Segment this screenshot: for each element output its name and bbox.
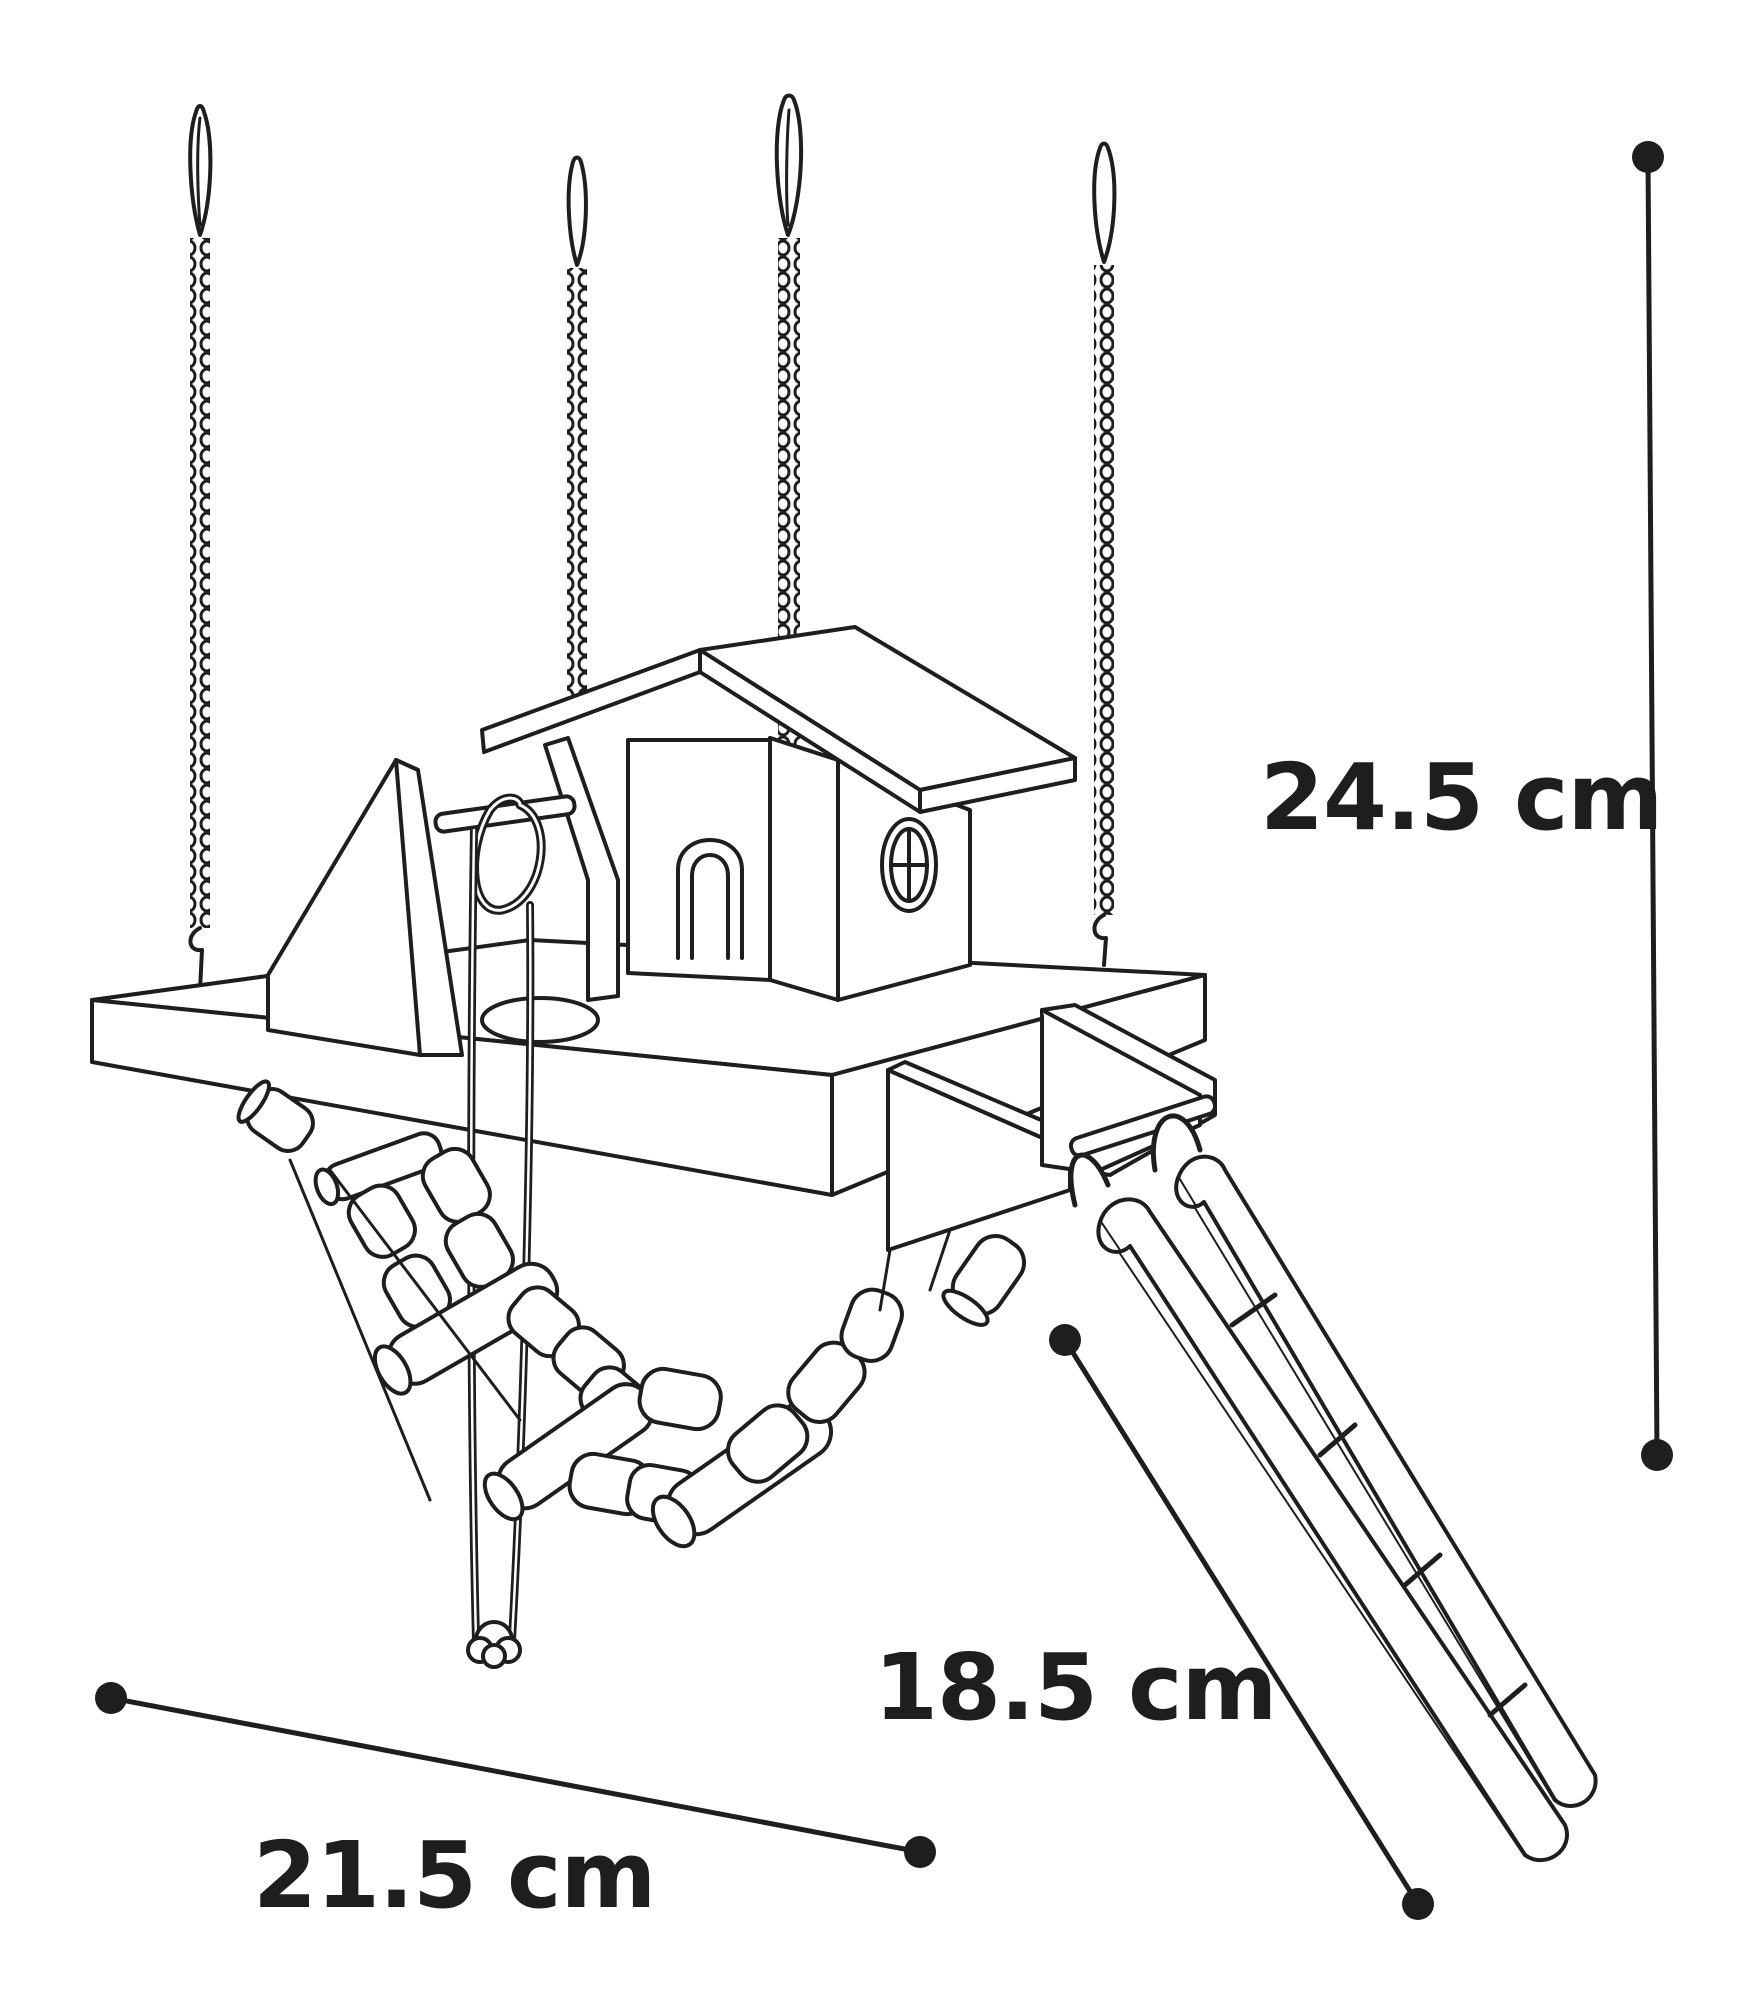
log-bridge bbox=[236, 1079, 1027, 1549]
depth-dimension-line bbox=[1049, 1324, 1434, 1920]
depth-dimension-label: 18.5 cm bbox=[874, 1634, 1277, 1741]
width-dimension-label: 21.5 cm bbox=[253, 1822, 656, 1929]
dimension-endpoint-dot bbox=[1641, 1439, 1673, 1471]
house bbox=[480, 625, 1077, 1002]
dimension-endpoint-dot bbox=[1402, 1888, 1434, 1920]
width-dimension-line bbox=[95, 1682, 936, 1868]
height-dimension-label: 24.5 cm bbox=[1260, 744, 1663, 851]
chain-1 bbox=[188, 104, 213, 992]
rope-frame bbox=[266, 736, 620, 1057]
rope-hole bbox=[480, 996, 600, 1044]
chain-4 bbox=[1092, 141, 1117, 967]
dimension-endpoint-dot bbox=[1049, 1324, 1081, 1356]
dimension-endpoint-dot bbox=[904, 1836, 936, 1868]
chain-2 bbox=[566, 155, 588, 698]
ladder bbox=[1068, 1113, 1598, 1863]
ladder-rungs bbox=[1229, 1292, 1528, 1718]
height-dimension-line bbox=[1632, 141, 1673, 1471]
dimension-endpoint-dot bbox=[1632, 141, 1664, 173]
rope-knot bbox=[466, 1620, 522, 1669]
dimension-endpoint-dot bbox=[95, 1682, 127, 1714]
